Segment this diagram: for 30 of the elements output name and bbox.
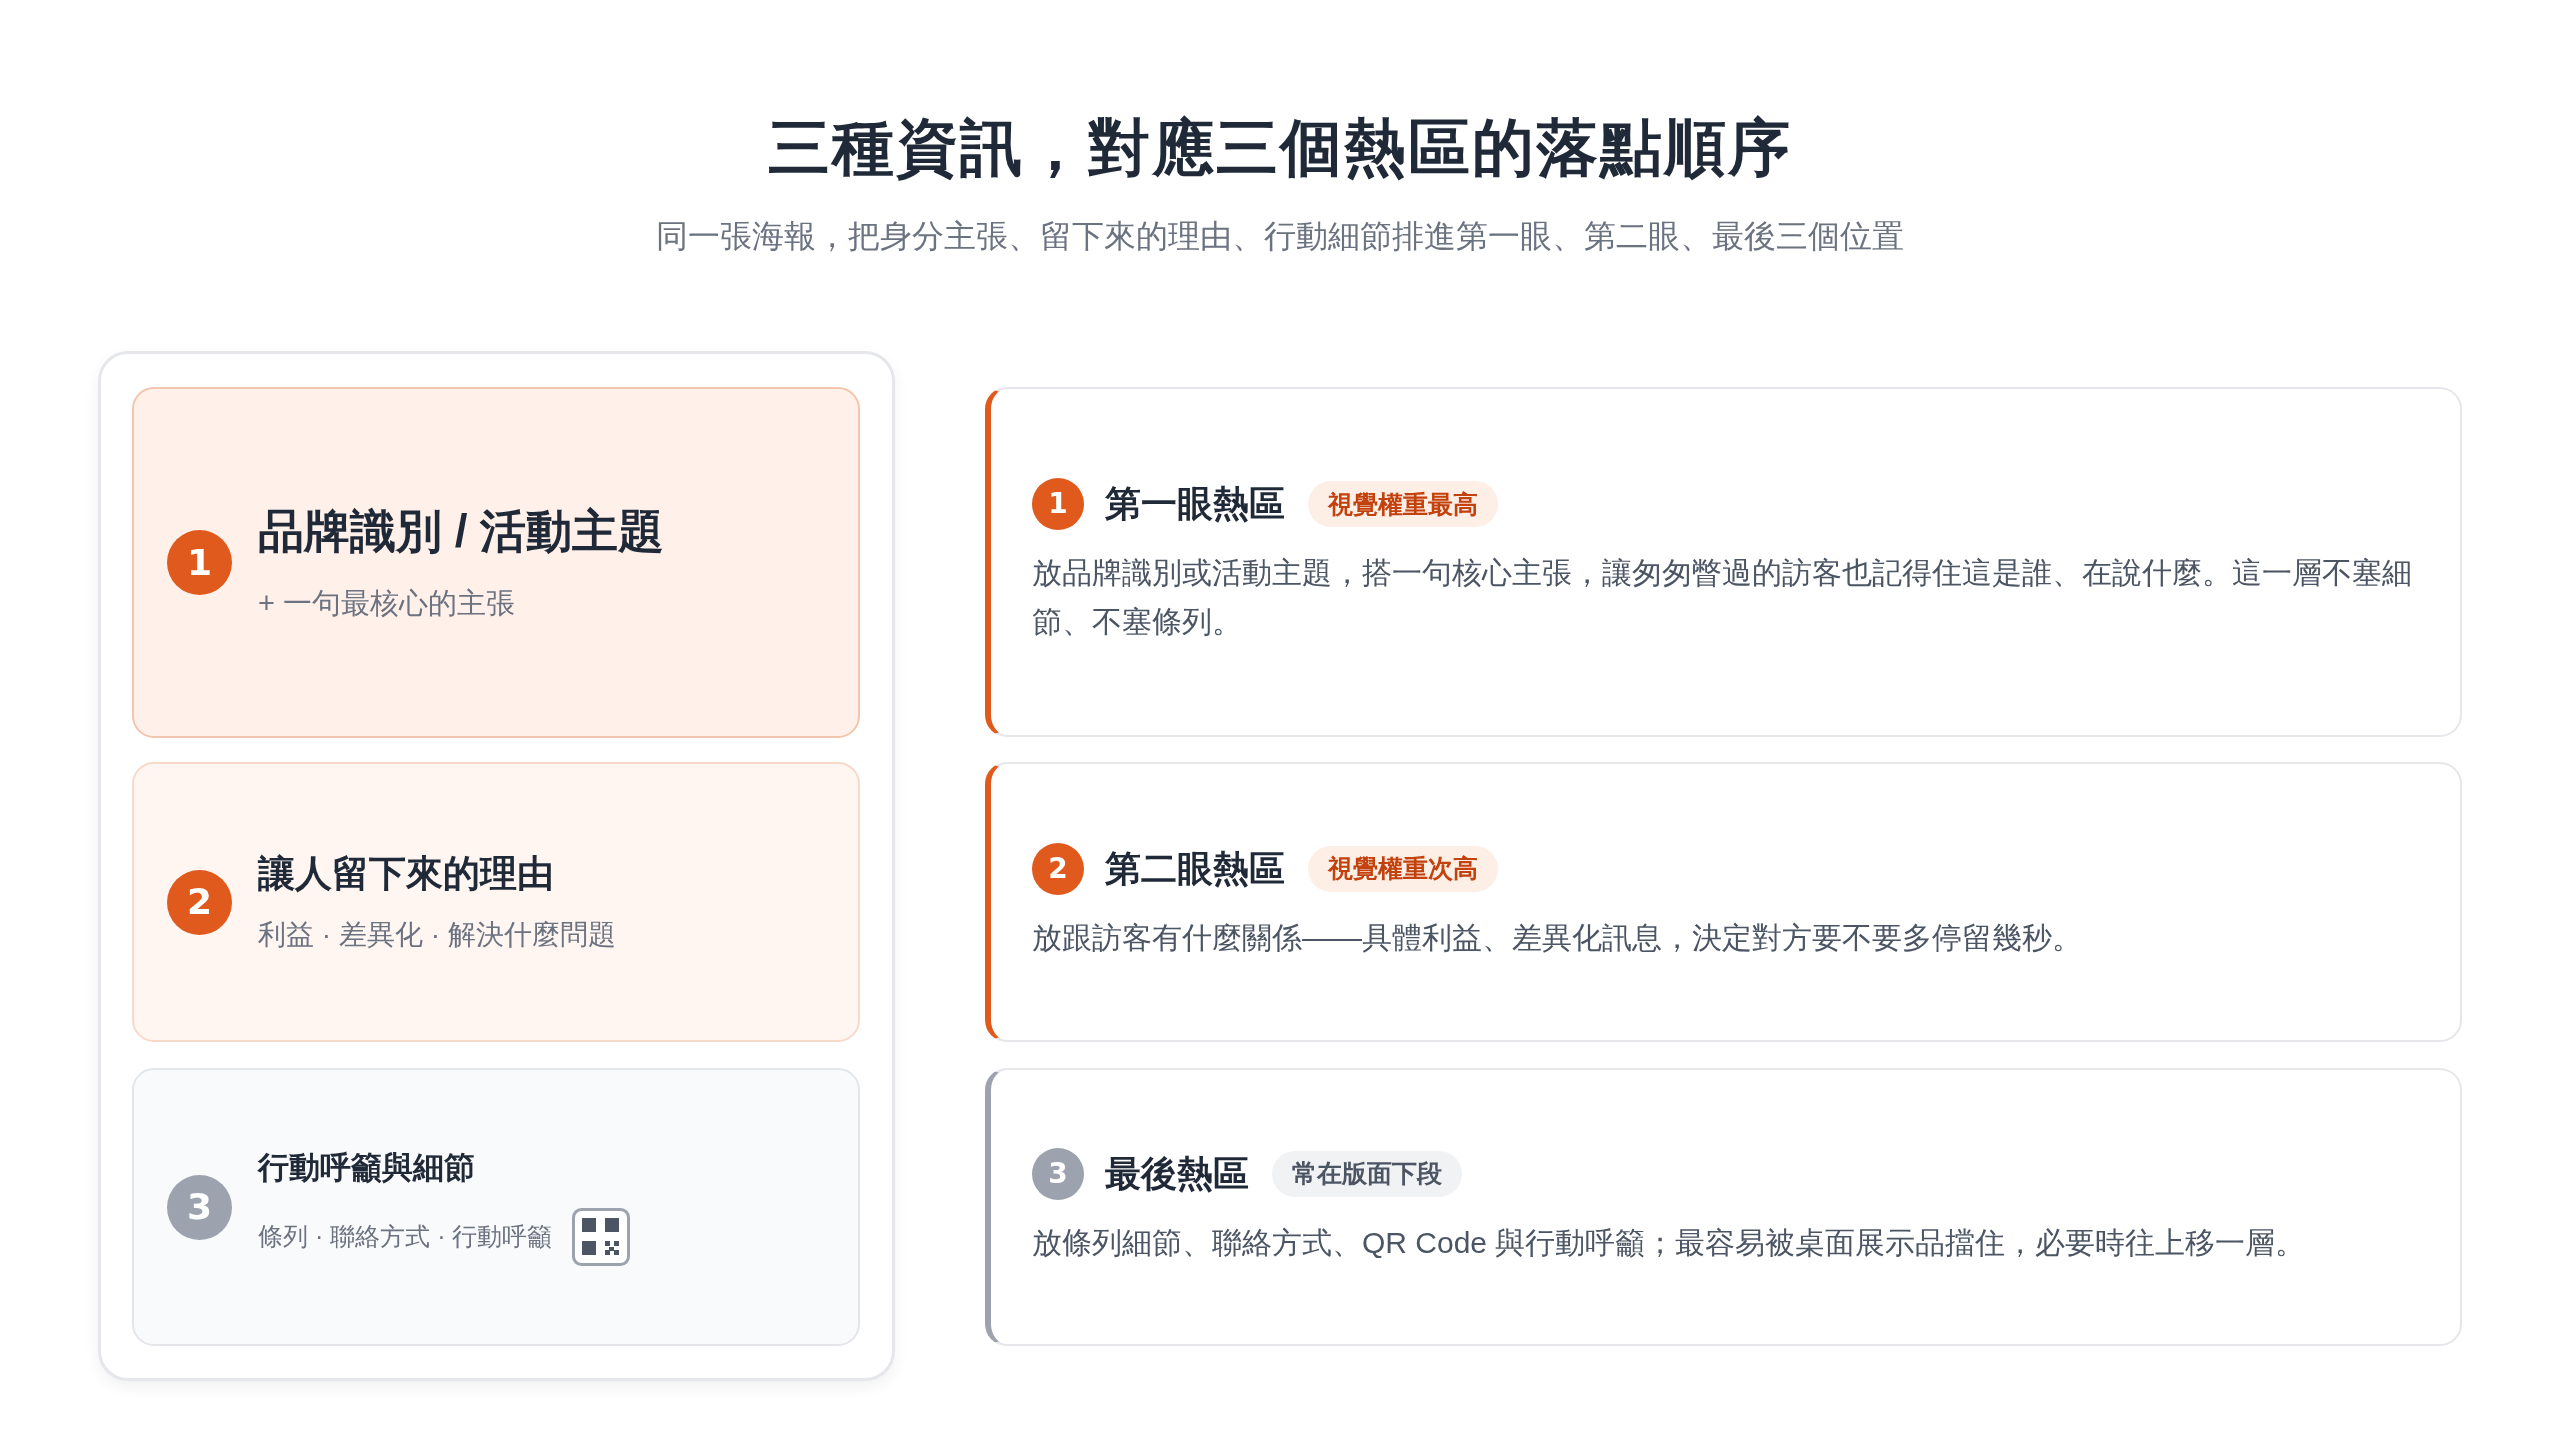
zone-note: 利益 · 差異化 · 解決什麼問題 <box>258 917 616 952</box>
priority-tag: 視覺權重最高 <box>1308 481 1498 527</box>
zone-heading: 讓人留下來的理由 <box>258 851 555 896</box>
step-number-badge: 2 <box>167 869 232 935</box>
diagram-title: 三種資訊，對應三個熱區的落點順序 <box>768 113 1792 182</box>
hotspot-heading: 第二眼熱區 <box>1105 846 1285 891</box>
hotspot-card <box>985 762 2462 1042</box>
step-number-badge: 2 <box>1032 842 1084 895</box>
hotspot-card <box>985 1068 2462 1346</box>
zone-panel <box>132 1068 860 1346</box>
zone-note: + 一句最核心的主張 <box>258 585 515 621</box>
subtitle: 同一張海報，把身分主張、留下來的理由、行動細節排進第一眼、第二眼、最後三個位置 <box>656 218 1904 254</box>
hotspot-heading: 第一眼熱區 <box>1105 482 1285 526</box>
step-number-badge: 3 <box>1032 1147 1084 1200</box>
hotspot-description: 放條列細節、聯絡方式、QR Code 與行動呼籲；最容易被桌面展示品擋住，必要時往上移一層。 <box>1032 1224 2307 1261</box>
step-number-badge: 1 <box>1032 478 1084 530</box>
priority-tag: 常在版面下段 <box>1272 1150 1462 1197</box>
zone-note: 條列 · 聯絡方式 · 行動呼籲 <box>258 1221 553 1253</box>
hotspot-heading: 最後熱區 <box>1105 1151 1249 1196</box>
hotspot-card <box>985 387 2462 737</box>
priority-tag: 視覺權重次高 <box>1308 845 1498 892</box>
zone-panel <box>132 387 860 738</box>
hotspot-description: 放品牌識別或活動主題，搭一句核心主張，讓匆匆瞥過的訪客也記得住這是誰、在說什麼。這一層不塞細節、不塞條列。 <box>1032 555 2413 640</box>
step-number-badge: 1 <box>167 530 232 595</box>
zone-panel <box>132 762 860 1042</box>
zone-heading: 品牌識別 / 活動主題 <box>258 503 665 559</box>
step-number-badge: 3 <box>167 1174 232 1240</box>
poster-frame <box>98 351 895 1381</box>
hotspot-description: 放跟訪客有什麼關係——具體利益、差異化訊息，決定對方要不要多停留幾秒。 <box>1032 919 2083 956</box>
zone-heading: 行動呼籲與細節 <box>258 1149 476 1188</box>
